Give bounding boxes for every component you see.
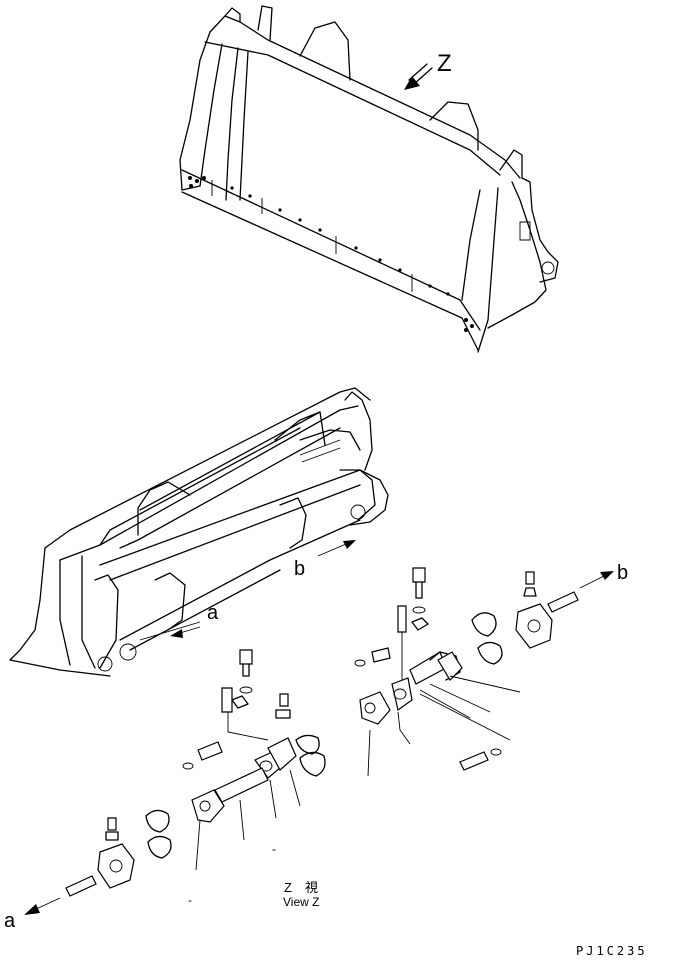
frame-drawing: [9, 387, 389, 677]
shims-right: [471, 612, 503, 665]
view-caption-en: View Z: [283, 895, 320, 909]
label-b-upper: b: [294, 558, 306, 580]
arrow-a-upper: [170, 626, 201, 638]
label-b-right: b: [617, 562, 629, 584]
shims-left: [145, 734, 326, 859]
view-caption-jp: Z 視: [284, 880, 318, 895]
dash-mark: -: [272, 842, 276, 856]
arrow-b-upper: [317, 540, 356, 557]
view-z-label: Z: [437, 50, 452, 77]
label-a-bottom: a: [4, 910, 16, 932]
dash-mark: -: [188, 893, 192, 907]
drawing-code: PJ1C235: [576, 944, 648, 958]
label-a-upper: a: [207, 602, 219, 624]
arrow-b-right: [579, 571, 614, 589]
left-exploded-parts: [24, 649, 326, 915]
blade-drawing: [179, 5, 559, 353]
view-z-arrow: [404, 63, 433, 90]
bolt-holes: [188, 176, 474, 332]
arrow-a-bottom: [24, 897, 61, 915]
right-exploded-parts: [354, 567, 614, 777]
